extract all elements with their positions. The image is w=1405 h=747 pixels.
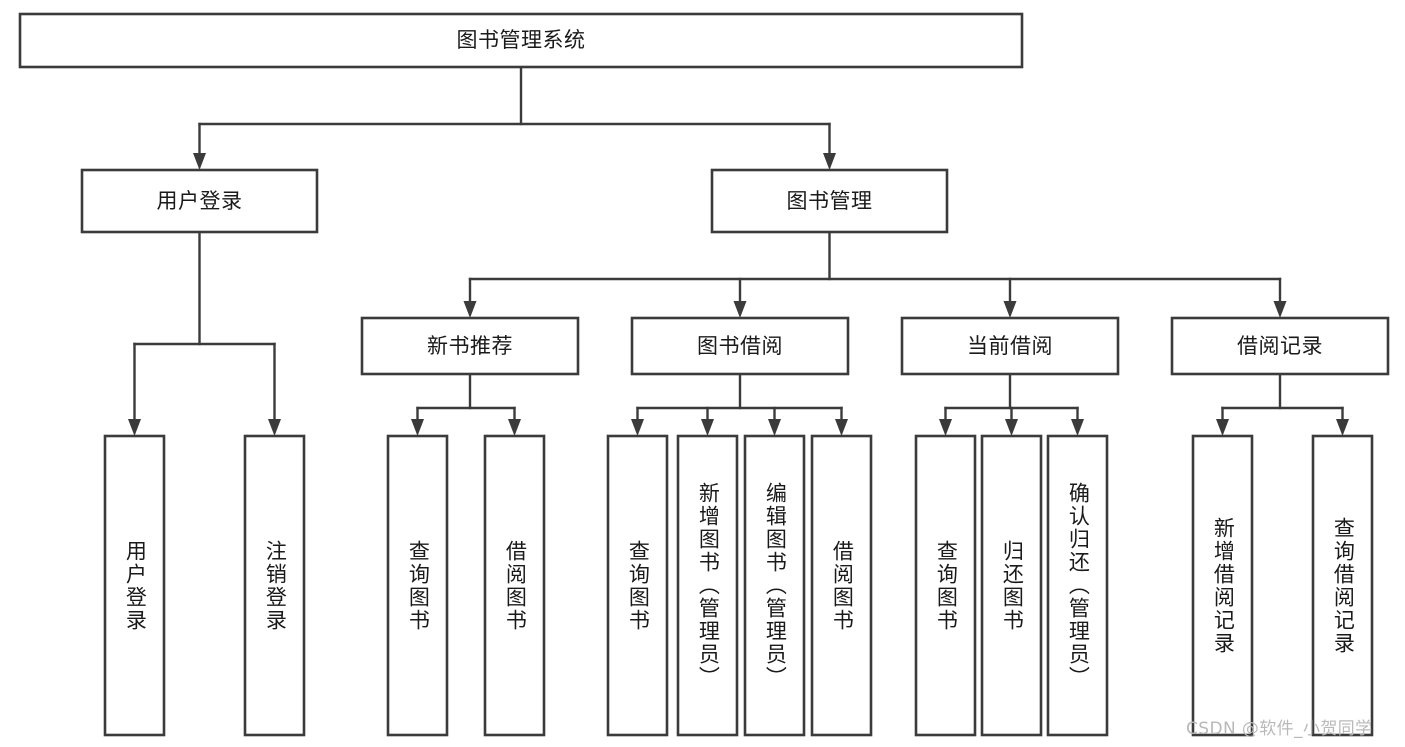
- arrow-head-book_manage-2: [1003, 301, 1017, 318]
- node-box-leaf_user_login[interactable]: [103, 434, 166, 737]
- node-box-leaf_add_record[interactable]: [1191, 434, 1254, 737]
- node-box-book_manage[interactable]: [710, 168, 949, 234]
- arrow-head-root-1: [823, 153, 836, 170]
- arrow-head-book_manage-1: [733, 301, 747, 318]
- node-box-leaf_query_book_2[interactable]: [606, 434, 669, 737]
- node-box-new_book_rec[interactable]: [360, 316, 580, 376]
- arrow-head-current_borrow-2: [1071, 419, 1084, 436]
- arrow-head-root-0: [193, 153, 206, 170]
- arrow-head-borrow_record-1: [1336, 419, 1349, 436]
- node-box-leaf_logout[interactable]: [243, 434, 306, 737]
- arrow-head-book_borrow-2: [768, 419, 781, 436]
- node-box-user_login[interactable]: [80, 168, 319, 234]
- arrow-head-user_login-0: [128, 419, 141, 436]
- arrow-head-book_borrow-0: [631, 419, 644, 436]
- box-layer: [18, 12, 1390, 737]
- node-box-leaf_borrow_book_1[interactable]: [483, 434, 546, 737]
- csdn-watermark: CSDN @软件_小贺同学: [1186, 719, 1373, 739]
- arrow-head-user_login-1: [268, 419, 281, 436]
- edge-layer: [128, 65, 1349, 436]
- arrow-head-current_borrow-0: [939, 419, 952, 436]
- node-box-leaf_query_book_3[interactable]: [914, 434, 977, 737]
- node-box-borrow_record[interactable]: [1170, 316, 1390, 376]
- node-box-leaf_edit_book[interactable]: [743, 434, 806, 737]
- node-box-current_borrow[interactable]: [900, 316, 1120, 376]
- arrow-head-new_book_rec-1: [508, 419, 521, 436]
- node-box-book_borrow[interactable]: [630, 316, 850, 376]
- arrow-head-book_borrow-1: [701, 419, 714, 436]
- arrow-head-book_borrow-3: [835, 419, 848, 436]
- arrow-head-book_manage-0: [463, 301, 477, 318]
- node-box-leaf_query_record[interactable]: [1311, 434, 1374, 737]
- arrow-head-borrow_record-0: [1216, 419, 1229, 436]
- arrow-head-current_borrow-1: [1005, 419, 1018, 436]
- arrow-head-new_book_rec-0: [411, 419, 424, 436]
- node-box-leaf_add_book[interactable]: [676, 434, 739, 737]
- arrow-head-book_manage-3: [1273, 301, 1287, 318]
- node-box-leaf_query_book_1[interactable]: [386, 434, 449, 737]
- node-box-leaf_confirm_return[interactable]: [1046, 434, 1109, 737]
- node-box-root[interactable]: [18, 12, 1024, 69]
- node-box-leaf_borrow_book_2[interactable]: [810, 434, 873, 737]
- node-box-leaf_return_book[interactable]: [980, 434, 1043, 737]
